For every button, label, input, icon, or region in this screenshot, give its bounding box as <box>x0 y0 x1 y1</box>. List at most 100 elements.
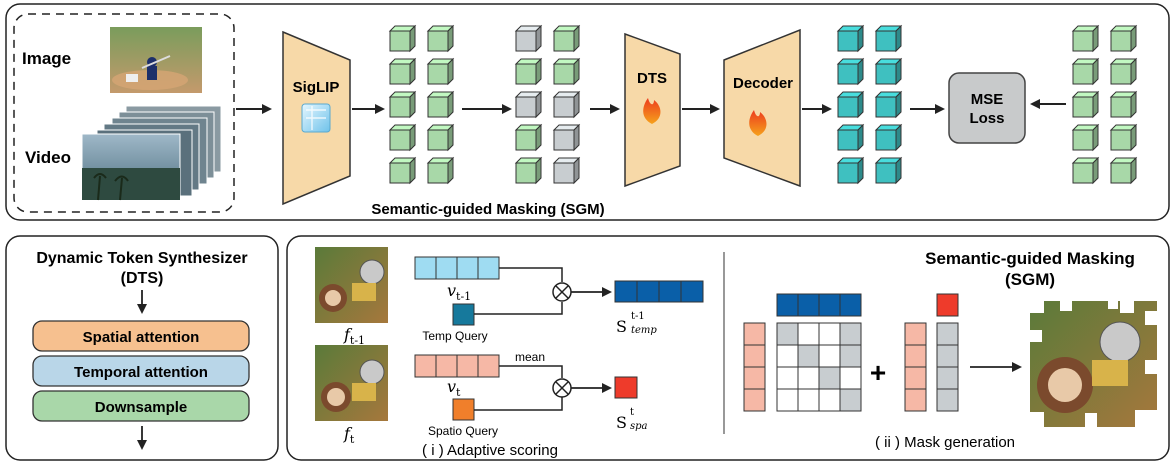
token-cube <box>836 57 865 86</box>
token-cube <box>388 156 417 185</box>
mask-cell <box>818 322 841 346</box>
temporal-score-row <box>776 293 862 317</box>
token-cube <box>426 24 455 53</box>
masked-token-grid <box>514 24 581 185</box>
spatial-mask-column <box>936 322 959 412</box>
masked-patch <box>1060 301 1072 311</box>
masked-frame-image <box>1030 301 1157 427</box>
token-cube <box>874 24 903 53</box>
mask-cell <box>839 344 862 368</box>
v-cur-label: vt <box>447 377 461 399</box>
masked-patch <box>1108 301 1118 309</box>
v-prev-label: vt-1 <box>447 281 471 303</box>
temporal-attention-label: Temporal attention <box>74 364 208 381</box>
token-cube <box>514 156 543 185</box>
token-cube <box>1071 24 1100 53</box>
encoder-token-grid <box>388 24 455 185</box>
token-cube <box>1109 24 1138 53</box>
token-cube <box>552 156 581 185</box>
token-cube <box>388 123 417 152</box>
frame-cur-image <box>315 345 388 421</box>
trainable-fire-icon <box>749 110 767 136</box>
token-cube <box>1071 90 1100 119</box>
token-cube <box>836 123 865 152</box>
spatial-score-token <box>936 293 959 317</box>
decoder-module <box>723 28 801 188</box>
mask-cell <box>797 322 820 346</box>
mask-cell <box>797 366 820 390</box>
siglip-label: SigLIP <box>293 79 340 96</box>
temporal-attention-block <box>32 355 250 387</box>
masked-patch <box>1030 330 1042 342</box>
downsample-block <box>32 390 250 422</box>
sgm-title-line1: Semantic-guided Masking <box>925 249 1135 268</box>
token-cube <box>1109 123 1138 152</box>
reconstructed-token-grid <box>836 24 903 185</box>
mask-cell <box>776 388 799 412</box>
video-label: Video <box>25 148 71 167</box>
token-cube <box>552 90 581 119</box>
token-cube <box>426 57 455 86</box>
token-cube <box>1071 57 1100 86</box>
token-cube <box>1071 123 1100 152</box>
dts-panel-title-line2: (DTS) <box>121 270 164 287</box>
line-vcur-to-mult <box>499 365 563 378</box>
sgm-title-line2: (SGM) <box>1005 270 1055 289</box>
frame-prev-image <box>315 247 388 323</box>
video-frame-stack <box>81 105 222 201</box>
mask-cell <box>797 344 820 368</box>
token-cube <box>426 90 455 119</box>
token-cube <box>388 24 417 53</box>
token-cube <box>388 57 417 86</box>
token-cube <box>1109 90 1138 119</box>
s-spa-token <box>614 376 638 399</box>
image-label: Image <box>22 49 71 68</box>
token-cube <box>836 90 865 119</box>
masked-patch <box>1145 311 1157 325</box>
mask-cell <box>776 366 799 390</box>
line-vprev-to-mult <box>499 267 563 282</box>
mse-loss-box <box>948 72 1026 144</box>
token-cube <box>514 57 543 86</box>
temp-query-label: Temp Query <box>422 329 487 343</box>
token-cube <box>836 24 865 53</box>
dts-panel-title-line1: Dynamic Token Synthesizer <box>36 250 247 267</box>
mask-cell <box>839 388 862 412</box>
mask-cell <box>797 388 820 412</box>
scoring-caption: ( i ) Adaptive scoring <box>422 442 558 459</box>
target-token-grid <box>1071 24 1138 185</box>
token-cube <box>1071 156 1100 185</box>
token-cube <box>552 24 581 53</box>
mask-cell <box>776 322 799 346</box>
mask-cell <box>818 344 841 368</box>
token-cube <box>874 90 903 119</box>
token-cube <box>426 123 455 152</box>
token-cube <box>426 156 455 185</box>
masked-patch <box>1030 301 1044 313</box>
frozen-ice-icon <box>301 103 331 133</box>
top-caption: Semantic-guided Masking (SGM) <box>371 201 604 218</box>
token-cube <box>552 123 581 152</box>
token-cube <box>874 57 903 86</box>
token-cube <box>1109 57 1138 86</box>
mean-label: mean <box>515 350 545 364</box>
frame-prev-label: ft-1 <box>343 325 365 347</box>
line-spatioquery-to-mult <box>474 397 563 411</box>
mse-loss-label-line2: Loss <box>969 110 1004 127</box>
masked-patch <box>1145 360 1157 374</box>
masked-patch <box>1135 410 1157 427</box>
multiply-icon <box>552 282 572 302</box>
patch-column-left <box>743 322 766 412</box>
s-temp-tokens <box>614 280 704 303</box>
masked-patch <box>1085 413 1097 427</box>
mask-cell <box>839 322 862 346</box>
mask-cell <box>776 344 799 368</box>
token-cube <box>874 123 903 152</box>
patch-column-right <box>904 322 927 412</box>
masked-patch <box>1120 301 1134 313</box>
token-cube <box>874 156 903 185</box>
spatio-query-token <box>452 398 475 421</box>
spatial-attention-block <box>32 320 250 352</box>
token-cube <box>514 123 543 152</box>
input-box <box>13 13 235 213</box>
